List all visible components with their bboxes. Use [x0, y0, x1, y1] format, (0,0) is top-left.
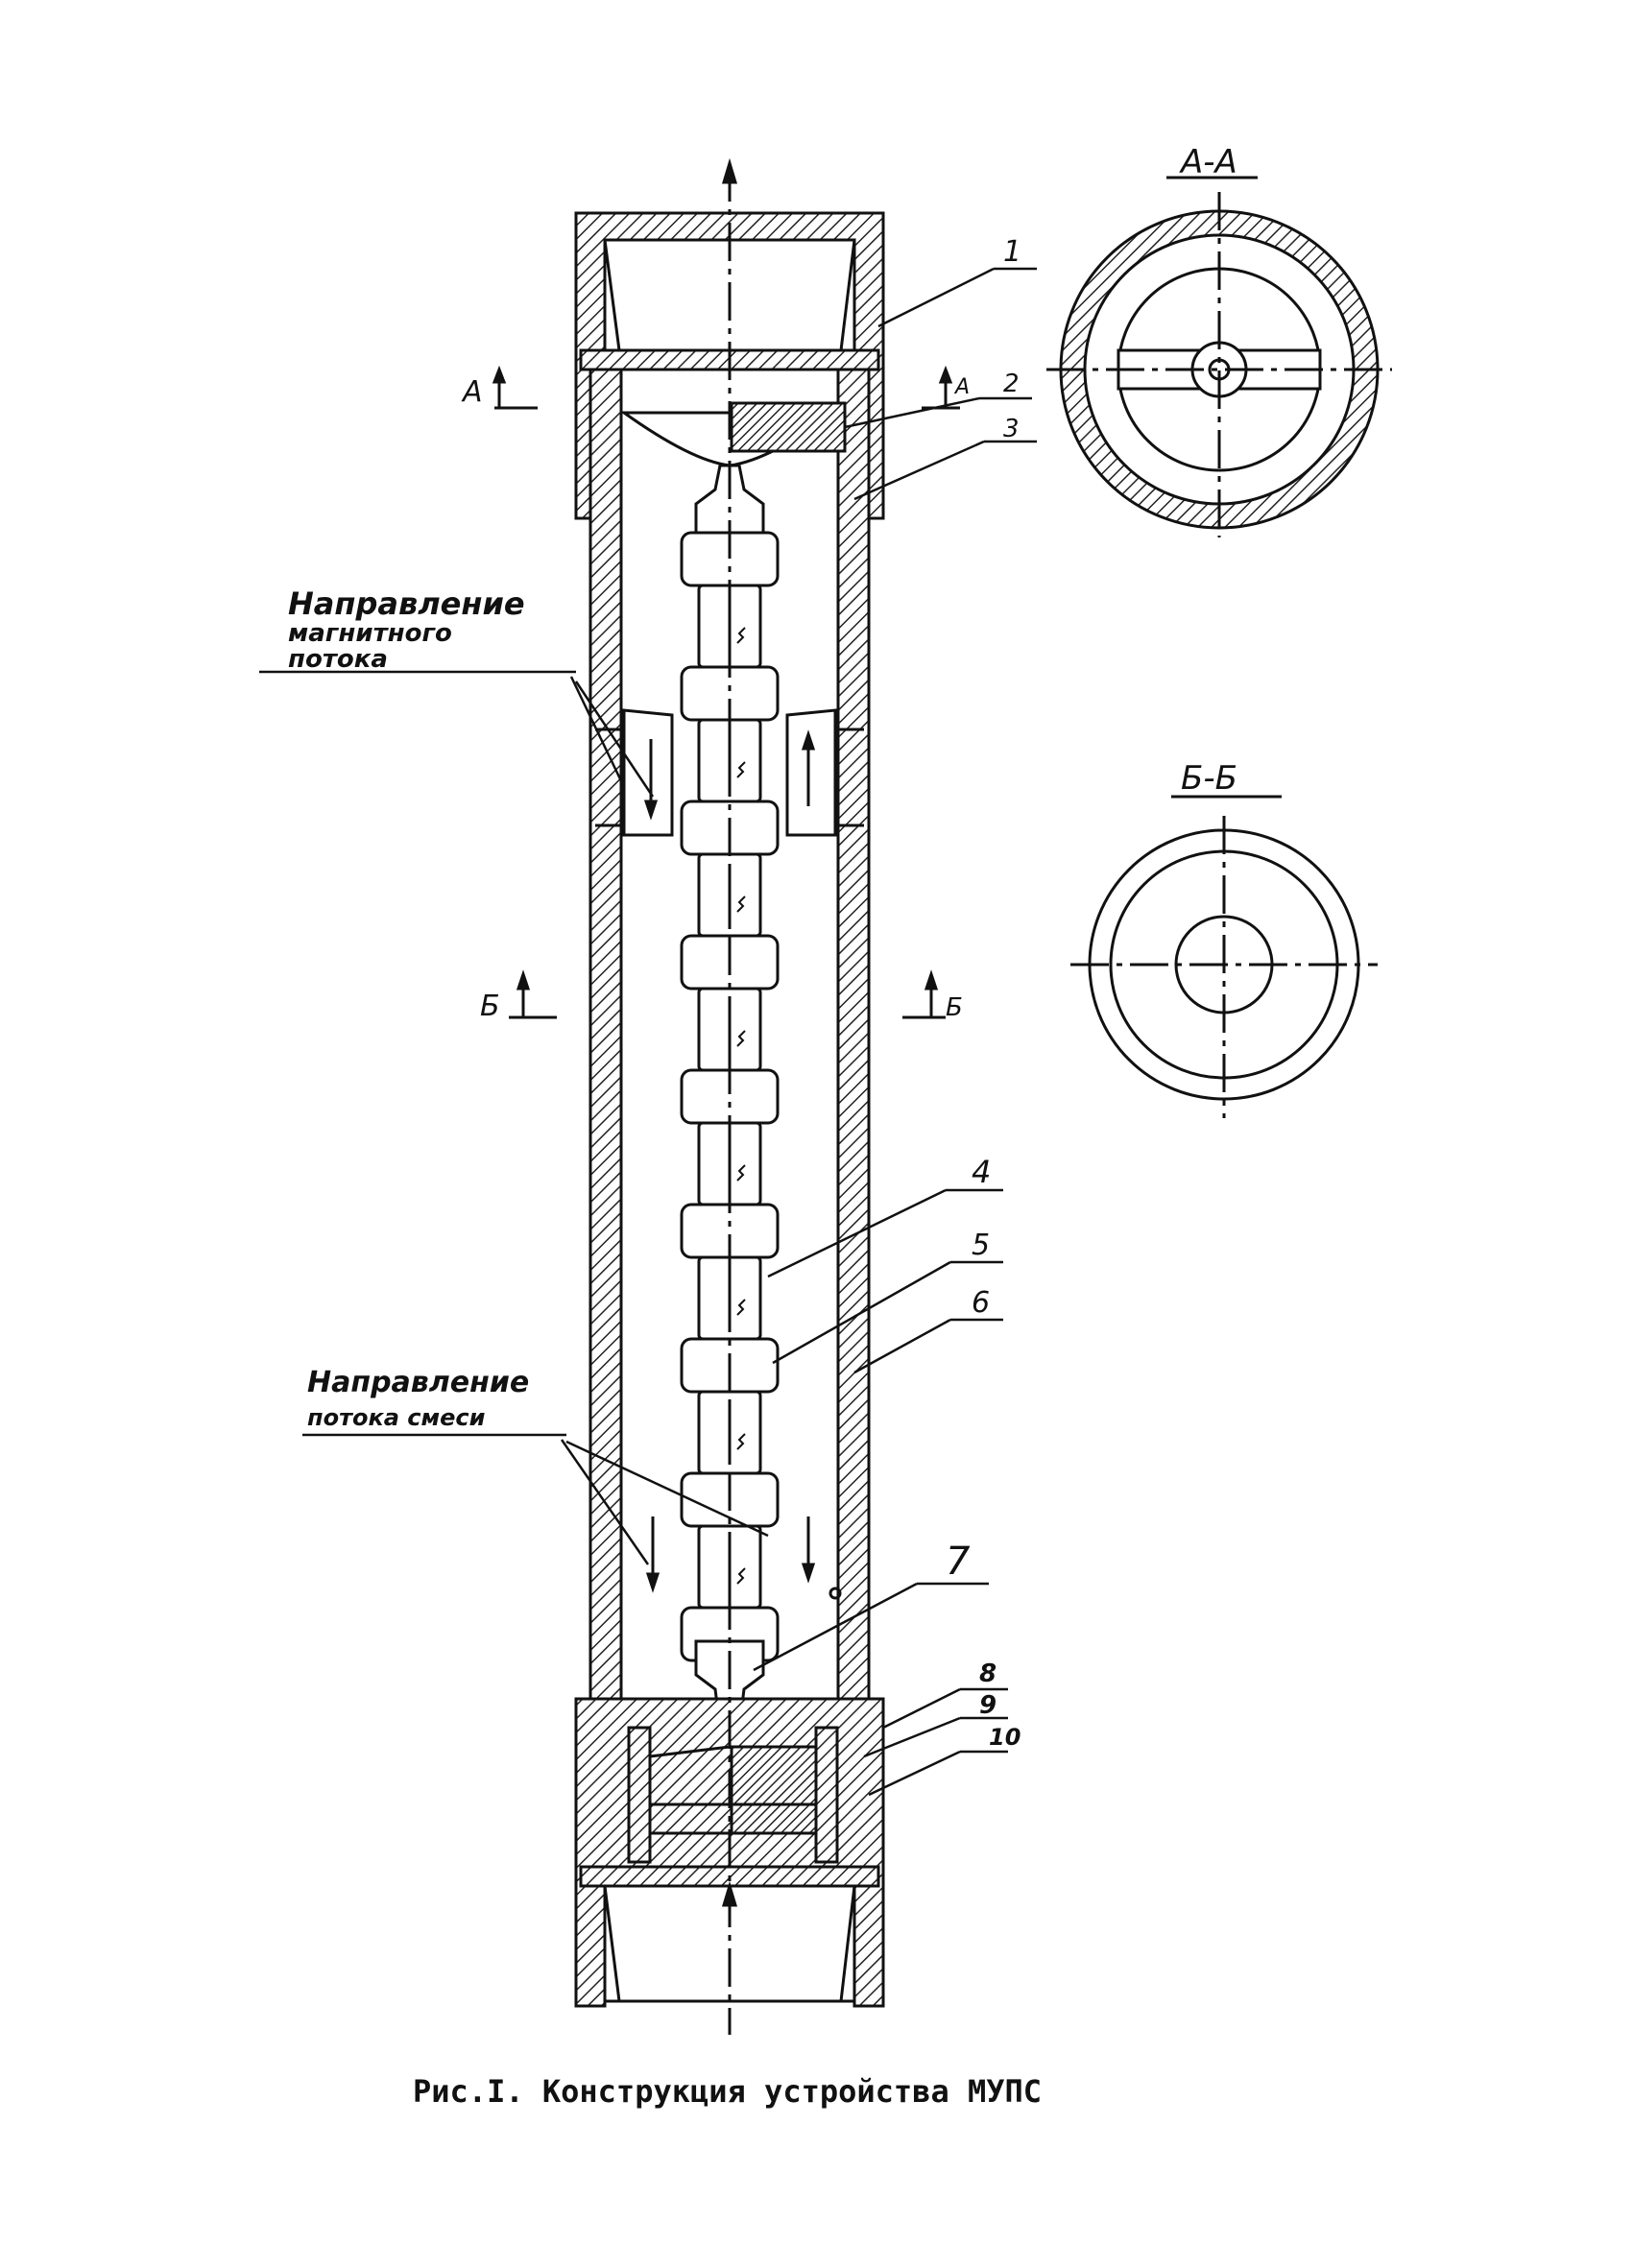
part-number-4: 4: [972, 1154, 991, 1190]
section-b-right-mark: Б: [946, 993, 963, 1022]
axis-arrow-top: [721, 157, 738, 184]
shaft-segment-mark: [736, 1030, 746, 1047]
section-a-title: А-А: [1179, 143, 1237, 181]
shaft-segment-mark: [736, 895, 746, 913]
axis-arrow-bottom: [721, 1880, 738, 1907]
part-number-7: 7: [946, 1540, 971, 1584]
magnetic-yoke: [595, 708, 864, 837]
mixture-label-line2: потока смеси: [307, 1404, 486, 1431]
flow-arrows: [645, 1516, 842, 1600]
section-a-right-mark: А: [953, 375, 970, 399]
shaft-segment-mark: [736, 1433, 746, 1450]
flux-label-line3: потока: [288, 645, 388, 674]
section-b-title: Б-Б: [1181, 759, 1237, 798]
section-b-view: [1070, 795, 1378, 1118]
part-number-2: 2: [1003, 370, 1020, 398]
section-b-left-mark: Б: [480, 990, 500, 1023]
shaft-segment-mark: [736, 761, 746, 778]
part-number-1: 1: [1003, 235, 1021, 269]
shaft-segment-mark: [736, 1567, 746, 1585]
section-a-view: [1046, 176, 1392, 537]
bottom-assembly: [574, 1697, 885, 2008]
shaft-segment-mark: [736, 627, 746, 644]
section-mark-a: [492, 365, 960, 410]
section-mark-b: [509, 969, 946, 1019]
part-number-8: 8: [979, 1659, 997, 1688]
section-a-left-mark: А: [461, 375, 483, 409]
top-plug: [619, 401, 847, 467]
flux-label-line1: Направление: [288, 585, 525, 622]
mixture-label-line1: Направление: [307, 1366, 529, 1399]
leader-lines: [259, 267, 1037, 1797]
part-number-6: 6: [972, 1286, 990, 1320]
part-number-9: 9: [979, 1691, 997, 1720]
shaft-segment-mark: [736, 1299, 746, 1316]
flux-label-line2: магнитного: [288, 619, 452, 648]
part-number-3: 3: [1003, 415, 1020, 443]
figure-caption: Рис.I. Конструкция устройства МУПС: [413, 2073, 1042, 2110]
part-number-10: 10: [989, 1724, 1021, 1751]
shaft-segment-mark: [736, 1164, 746, 1182]
part-number-5: 5: [972, 1229, 990, 1262]
